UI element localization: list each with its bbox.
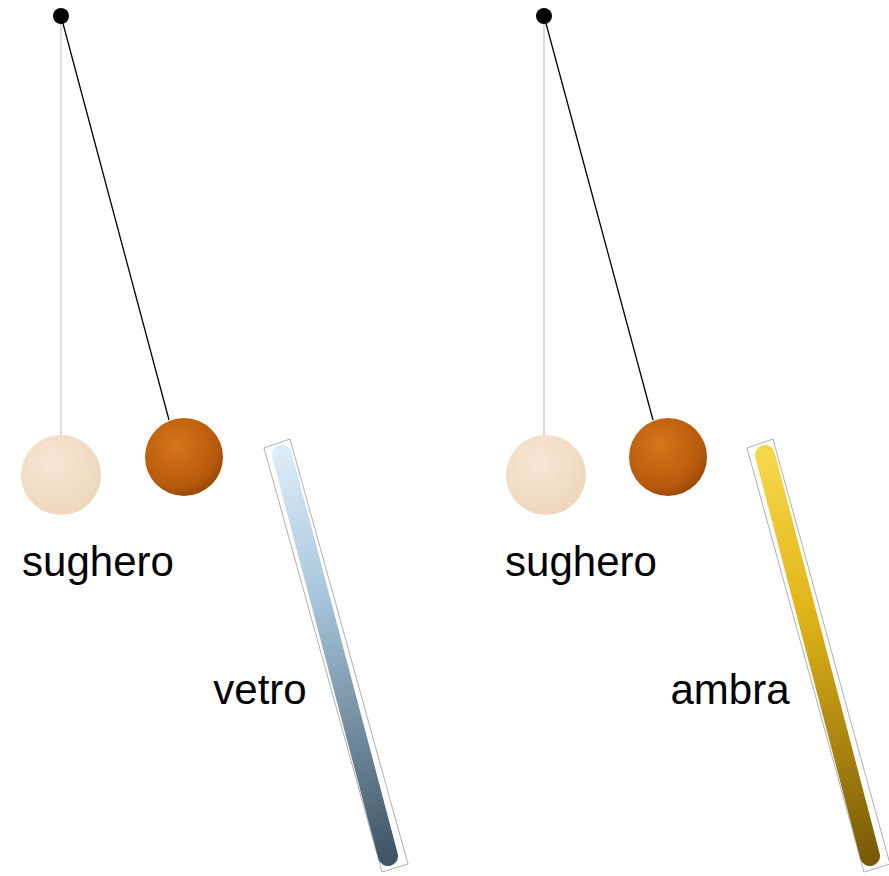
material-label: sughero [22,541,174,583]
material-label: vetro [213,669,306,711]
material-label: sughero [505,541,657,583]
material-label: ambra [670,669,789,711]
left-pendulums [21,8,408,872]
right-pendulums [506,8,889,872]
